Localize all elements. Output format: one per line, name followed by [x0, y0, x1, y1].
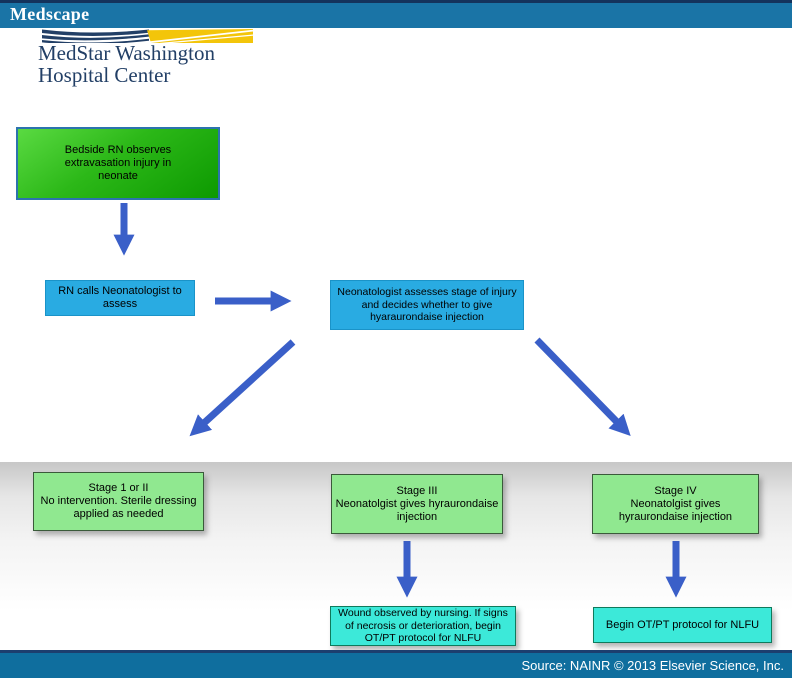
- node-stage-1-or-2-body: No intervention. Sterile dressing applie…: [40, 495, 197, 520]
- node-stage-3-title: Stage III: [396, 484, 438, 497]
- node-wound-observation: Wound observed by nursing. If signs of n…: [330, 606, 516, 646]
- node-stage-4-title: Stage IV: [654, 484, 697, 497]
- node-stage-3: Stage III Neonatolgist gives hyraurondai…: [331, 474, 503, 534]
- medscape-header-bar: Medscape: [0, 3, 792, 28]
- node-stage-1-or-2-title: Stage 1 or II: [88, 482, 149, 494]
- node-begin-otpt: Begin OT/PT protocol for NLFU: [593, 607, 772, 643]
- medstar-wave-emblem-icon: [42, 29, 253, 43]
- arrow-assess-to-stage-4: [534, 337, 631, 437]
- arrow-assess-to-stage-1-2: [189, 339, 296, 437]
- hospital-name-line2: Hospital Center: [38, 63, 171, 87]
- hospital-name: MedStar Washington Hospital Center: [38, 42, 215, 86]
- node-start: Bedside RN observes extravasation injury…: [16, 127, 220, 200]
- medscape-logo: Medscape: [10, 4, 90, 24]
- node-rn-calls: RN calls Neonatologist to assess: [45, 280, 195, 316]
- node-stage-3-body: Neonatolgist gives hyraurondaise injecti…: [335, 497, 499, 523]
- footer-accent-line: [0, 650, 792, 653]
- node-assess: Neonatologist assesses stage of injury a…: [330, 280, 524, 330]
- source-credit: Source: NAINR © 2013 Elsevier Science, I…: [521, 658, 784, 673]
- node-stage-4-body: Neonatolgist gives hyraurondaise injecti…: [618, 497, 733, 523]
- top-accent-line: [0, 0, 792, 3]
- hospital-name-line1: MedStar Washington: [38, 41, 215, 65]
- footer-bar: Source: NAINR © 2013 Elsevier Science, I…: [0, 653, 792, 678]
- node-stage-4: Stage IV Neonatolgist gives hyraurondais…: [592, 474, 759, 534]
- node-stage-1-or-2: Stage 1 or II No intervention. Sterile d…: [33, 472, 204, 531]
